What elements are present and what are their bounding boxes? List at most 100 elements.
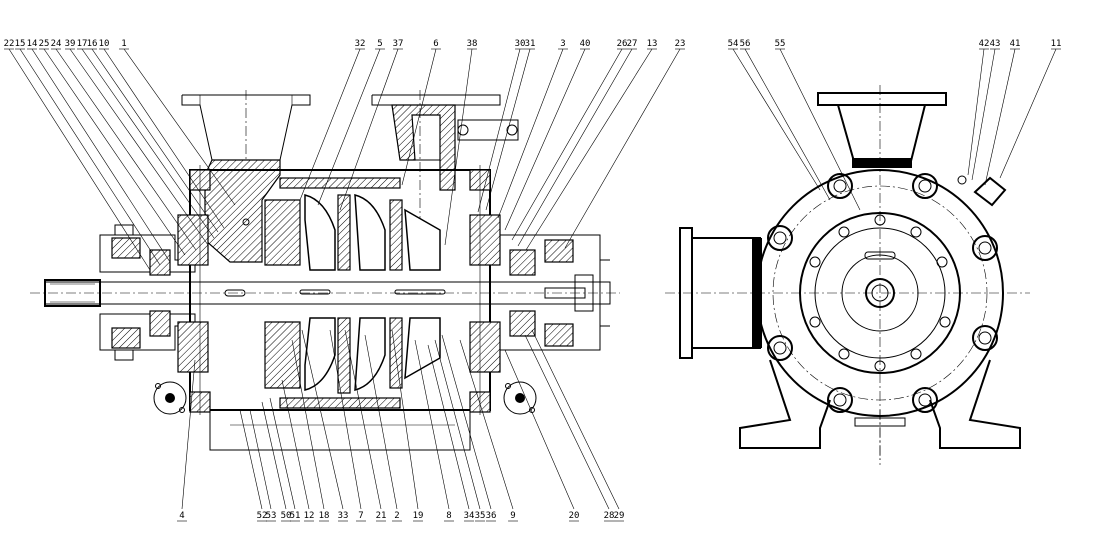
part-label-text: 22 xyxy=(4,39,15,49)
leader-line xyxy=(564,48,681,249)
leader-line xyxy=(441,334,492,510)
part-label-text: 31 xyxy=(525,39,536,49)
part-label-text: 6 xyxy=(433,39,438,49)
leader-line xyxy=(19,48,161,266)
part-label-text: 18 xyxy=(319,511,330,521)
part-label-text: 40 xyxy=(580,39,591,49)
leader-line xyxy=(281,379,310,510)
part-label-text: 4 xyxy=(179,511,184,521)
leader-line xyxy=(317,48,381,206)
part-label-text: 54 xyxy=(728,39,739,49)
part-label-text: 30 xyxy=(515,39,526,49)
leader-line xyxy=(344,329,382,510)
leader-line xyxy=(43,48,186,256)
tie-bolt-nuts xyxy=(767,173,998,413)
part-label-22: 22 xyxy=(4,39,151,271)
part-label-17: 17 xyxy=(77,39,215,239)
leader-line xyxy=(269,397,296,510)
part-label-25: 25 xyxy=(39,39,186,256)
part-label-39: 39 xyxy=(65,39,209,246)
leader-line xyxy=(444,48,473,246)
part-label-41: 41 xyxy=(984,39,1021,186)
leader-line xyxy=(414,339,450,510)
part-label-53: 53 xyxy=(249,409,277,522)
leader-line xyxy=(732,48,821,191)
part-label-32: 32 xyxy=(299,39,366,201)
part-label-11: 11 xyxy=(999,39,1061,179)
part-label-27: 27 xyxy=(517,39,637,247)
part-label-text: 21 xyxy=(376,511,387,521)
balance-connectors xyxy=(153,381,537,415)
leader-line xyxy=(401,48,437,186)
part-label-18: 18 xyxy=(291,339,330,522)
leader-line xyxy=(299,48,361,201)
part-label-text: 51 xyxy=(290,511,301,521)
leader-line xyxy=(971,48,996,181)
part-label-4: 4 xyxy=(177,359,196,522)
part-label-text: 39 xyxy=(65,39,76,49)
part-label-text: 35 xyxy=(475,511,486,521)
part-label-text: 3 xyxy=(560,39,565,49)
part-label-2: 2 xyxy=(364,334,402,522)
part-label-40: 40 xyxy=(504,39,591,231)
leader-line xyxy=(517,48,633,247)
leader-line xyxy=(434,339,481,510)
leader-line xyxy=(477,48,521,213)
leader-line xyxy=(967,48,985,176)
right-bearing-housing xyxy=(469,214,610,373)
leader-line xyxy=(103,48,225,229)
part-label-9: 9 xyxy=(459,339,518,522)
part-label-14: 14 xyxy=(27,39,171,263)
part-label-text: 14 xyxy=(27,39,38,49)
leader-line xyxy=(504,48,586,231)
part-label-10: 10 xyxy=(99,39,225,229)
part-label-3: 3 xyxy=(497,39,568,219)
part-label-text: 32 xyxy=(355,39,366,49)
part-label-23: 23 xyxy=(564,39,685,249)
part-label-text: 15 xyxy=(15,39,26,49)
part-label-text: 17 xyxy=(77,39,88,49)
part-label-20: 20 xyxy=(504,349,579,522)
part-label-37: 37 xyxy=(339,39,403,211)
leader-line xyxy=(123,48,236,206)
vent-plug xyxy=(957,175,1007,207)
part-label-54: 54 xyxy=(728,39,821,191)
leader-line xyxy=(999,48,1057,179)
part-label-1: 1 xyxy=(119,39,236,206)
part-label-text: 19 xyxy=(413,511,424,521)
leader-line xyxy=(744,48,831,201)
part-label-text: 24 xyxy=(51,39,62,49)
part-label-33: 33 xyxy=(301,329,349,522)
leader-line xyxy=(301,329,344,510)
leader-line xyxy=(459,339,514,510)
part-label-21: 21 xyxy=(344,329,387,522)
part-label-text: 53 xyxy=(266,511,277,521)
part-label-12: 12 xyxy=(281,379,314,522)
part-label-26: 26 xyxy=(511,39,628,241)
part-label-8: 8 xyxy=(414,339,454,522)
leader-line xyxy=(31,48,171,263)
leader-line xyxy=(69,48,209,246)
part-label-text: 41 xyxy=(1010,39,1021,49)
part-label-55: 55 xyxy=(775,39,861,211)
part-label-text: 8 xyxy=(446,511,451,521)
leader-line xyxy=(249,409,272,510)
part-label-text: 7 xyxy=(358,511,363,521)
part-label-13: 13 xyxy=(525,39,657,251)
leader-line xyxy=(511,48,623,241)
part-label-7: 7 xyxy=(329,329,366,522)
leader-line xyxy=(55,48,197,251)
part-label-text: 56 xyxy=(740,39,751,49)
part-label-text: 26 xyxy=(617,39,628,49)
leader-line xyxy=(531,329,620,510)
leader-line xyxy=(524,334,610,510)
part-label-15: 15 xyxy=(15,39,161,266)
part-label-text: 33 xyxy=(338,511,349,521)
part-label-text: 1 xyxy=(121,39,126,49)
part-label-text: 9 xyxy=(510,511,515,521)
part-label-text: 5 xyxy=(377,39,382,49)
part-label-text: 42 xyxy=(979,39,990,49)
part-label-24: 24 xyxy=(51,39,197,251)
